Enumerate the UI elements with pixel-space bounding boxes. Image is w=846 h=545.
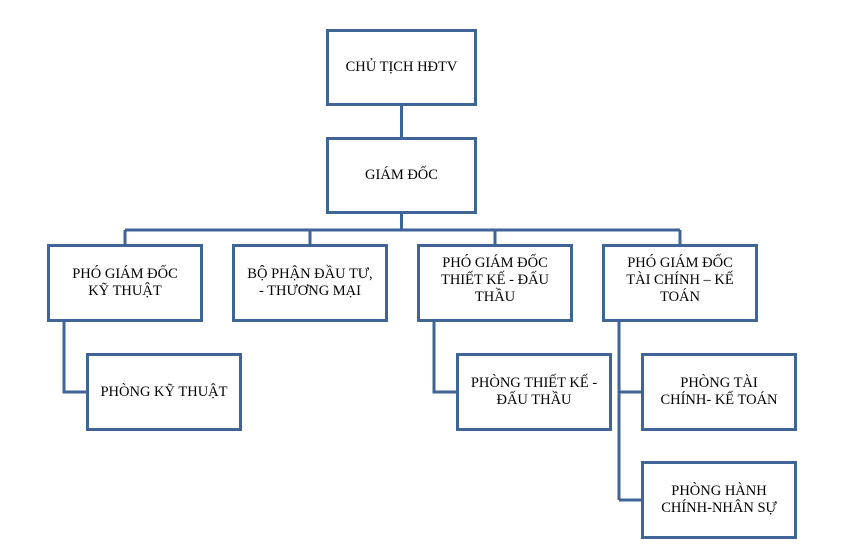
connector-vp-design-dept	[432, 322, 456, 394]
node-vp-technical-label: PHÓ GIÁM ĐỐC KỸ THUẬT	[72, 266, 178, 299]
node-dept-technical: PHÒNG KỸ THUẬT	[86, 353, 242, 431]
node-director: GIÁM ĐỐC	[326, 137, 477, 214]
connector-vp-technical-dept	[62, 322, 86, 394]
node-vp-design-bidding-label: PHÓ GIÁM ĐỐC THIẾT KẾ - ĐẤU THẦU	[440, 254, 550, 305]
node-dept-design-bidding: PHÒNG THIẾT KẾ - ĐẤU THẦU	[456, 353, 612, 431]
node-vp-technical: PHÓ GIÁM ĐỐC KỸ THUẬT	[47, 244, 203, 322]
node-dept-finance-accounting-label: PHÒNG TÀI CHÍNH- KẾ TOÁN	[660, 375, 778, 408]
node-dept-technical-label: PHÒNG KỸ THUẬT	[100, 383, 228, 400]
node-vp-finance-accounting: PHÓ GIÁM ĐỐC TÀI CHÍNH – KẾ TOÁN	[602, 244, 758, 322]
node-dept-admin-hr: PHÒNG HÀNH CHÍNH-NHÂN SỰ	[641, 461, 797, 539]
node-investment-trade-label: BỘ PHẬN ĐẦU TƯ, - THƯƠNG MẠI	[247, 266, 373, 299]
node-vp-design-bidding: PHÓ GIÁM ĐỐC THIẾT KẾ - ĐẤU THẦU	[417, 244, 573, 322]
node-dept-finance-accounting: PHÒNG TÀI CHÍNH- KẾ TOÁN	[641, 353, 797, 431]
node-investment-trade: BỘ PHẬN ĐẦU TƯ, - THƯƠNG MẠI	[232, 244, 388, 322]
node-director-label: GIÁM ĐỐC	[365, 167, 438, 183]
node-dept-design-bidding-label: PHÒNG THIẾT KẾ - ĐẤU THẦU	[470, 375, 598, 408]
node-dept-admin-hr-label: PHÒNG HÀNH CHÍNH-NHÂN SỰ	[661, 483, 777, 516]
node-chairman-label: CHỦ TỊCH HĐTV	[345, 59, 458, 75]
node-chairman: CHỦ TỊCH HĐTV	[326, 29, 477, 106]
node-vp-finance-accounting-label: PHÓ GIÁM ĐỐC TÀI CHÍNH – KẾ TOÁN	[626, 254, 734, 305]
